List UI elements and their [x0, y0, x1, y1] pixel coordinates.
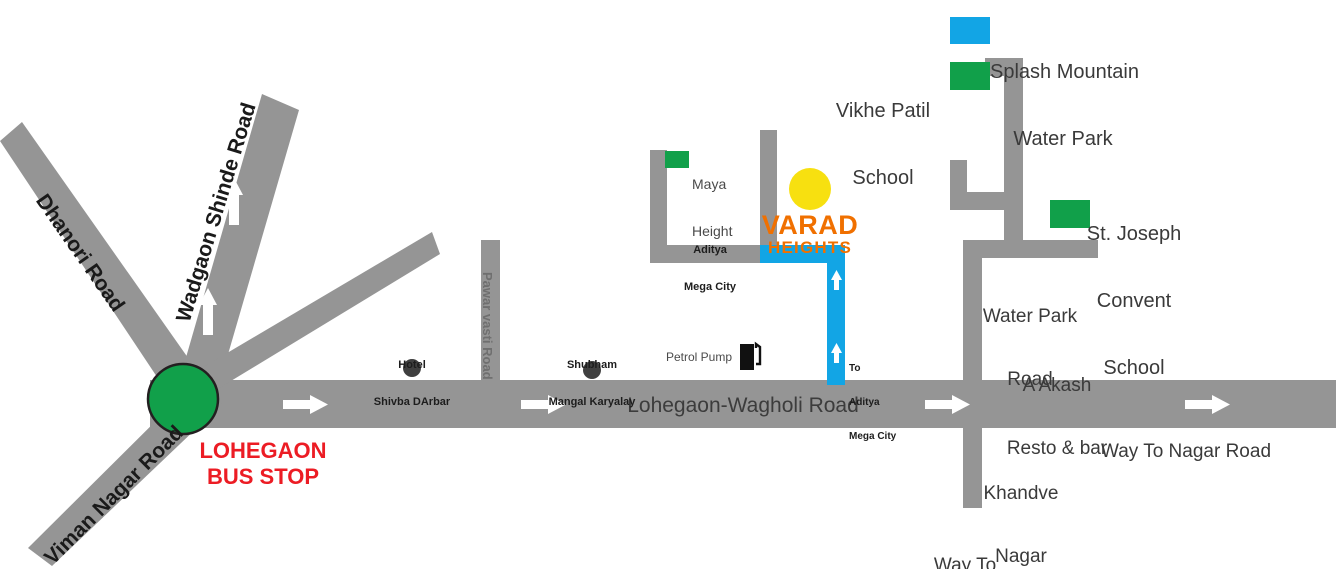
- arrow-east-2: [521, 395, 566, 414]
- road-waterpark-down: [963, 240, 982, 388]
- road-waterpark-trunk: [1004, 58, 1023, 248]
- swatch-st-joseph-convent: [1050, 200, 1090, 228]
- road-vikhe-patil-spur: [985, 58, 1023, 76]
- bus-stop-label-line2: BUS STOP: [206, 463, 320, 489]
- arrow-east-3: [925, 395, 970, 414]
- road-mid-stub-horizontal: [950, 192, 1023, 210]
- swatch-splash-mountain: [950, 17, 990, 44]
- road-aditya-west: [650, 150, 667, 250]
- swatch-vikhe-patil-school: [950, 62, 990, 90]
- road-pawar-vasti: [481, 240, 500, 385]
- bus-stop-label: LOHEGAON BUS STOP: [184, 438, 342, 490]
- road-dhanori: [0, 122, 205, 404]
- road-aditya-south: [650, 245, 777, 263]
- arrow-east-1: [283, 395, 328, 414]
- arrow-blue-north-1: [831, 270, 842, 290]
- road-label-pawar-vasti: Pawar vasti Road: [480, 272, 495, 380]
- dot-shubham-mangal-karyalay: [583, 361, 601, 379]
- road-spur-northeast: [178, 232, 440, 404]
- road-way-to-nagar-south: [963, 420, 982, 508]
- lohegaon-bus-stop-marker: [146, 362, 220, 436]
- bus-stop-label-line1: LOHEGAON: [199, 438, 327, 463]
- dot-hotel-shivba-darbar: [403, 359, 421, 377]
- road-water-park: [963, 240, 1098, 258]
- swatch-maya-height: [665, 151, 689, 168]
- petrol-pump-icon: [740, 341, 762, 370]
- route-blue-vertical: [827, 245, 845, 385]
- arrow-north-2: [225, 178, 243, 225]
- arrow-east-4: [1185, 395, 1230, 414]
- arrow-north-1: [199, 288, 217, 335]
- arrow-blue-north-2: [831, 343, 842, 363]
- road-aditya-east: [760, 130, 777, 255]
- route-blue-horizontal: [760, 245, 845, 263]
- road-lohegaon-wagholi: [150, 380, 1336, 428]
